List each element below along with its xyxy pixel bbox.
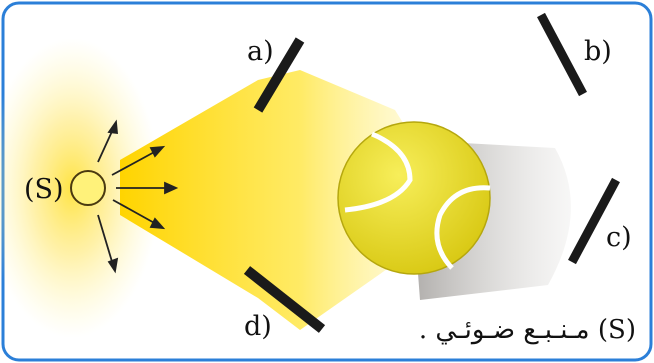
screen-c — [568, 177, 620, 265]
arrows — [97, 119, 179, 274]
ball-seam-2 — [434, 185, 491, 270]
caption: (S) مـنـبـع ضـوئـي . — [418, 315, 636, 345]
source-label: (S) — [24, 174, 64, 205]
screen-a — [253, 37, 305, 113]
label-a: a) — [247, 36, 274, 67]
label-b: b) — [584, 36, 612, 67]
ball-seam-1 — [344, 131, 413, 213]
screen-b — [537, 12, 587, 97]
source-circle — [70, 170, 106, 206]
tennis-ball — [337, 121, 491, 275]
label-d: d) — [244, 311, 272, 342]
screen-d — [243, 266, 326, 333]
light-beam — [120, 70, 420, 330]
label-c: c) — [606, 222, 632, 253]
